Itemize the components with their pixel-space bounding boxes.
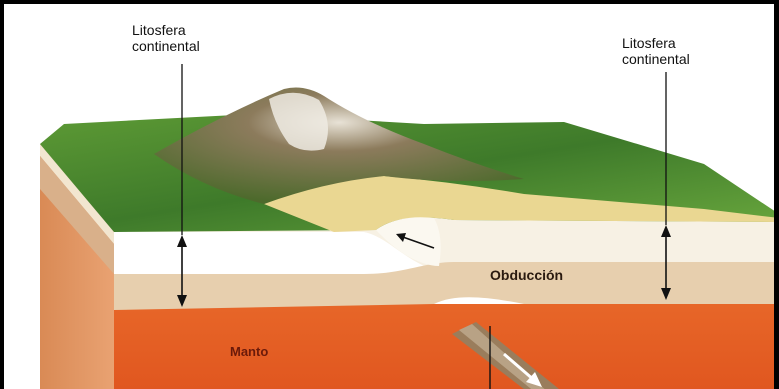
crust-band	[114, 262, 779, 310]
label-left-lithosphere: Litosfera continental	[132, 22, 200, 54]
label-right-lithosphere: Litosfera continental	[622, 35, 690, 67]
label-obduction: Obducción	[490, 267, 563, 283]
label-mantle: Manto	[230, 345, 268, 360]
